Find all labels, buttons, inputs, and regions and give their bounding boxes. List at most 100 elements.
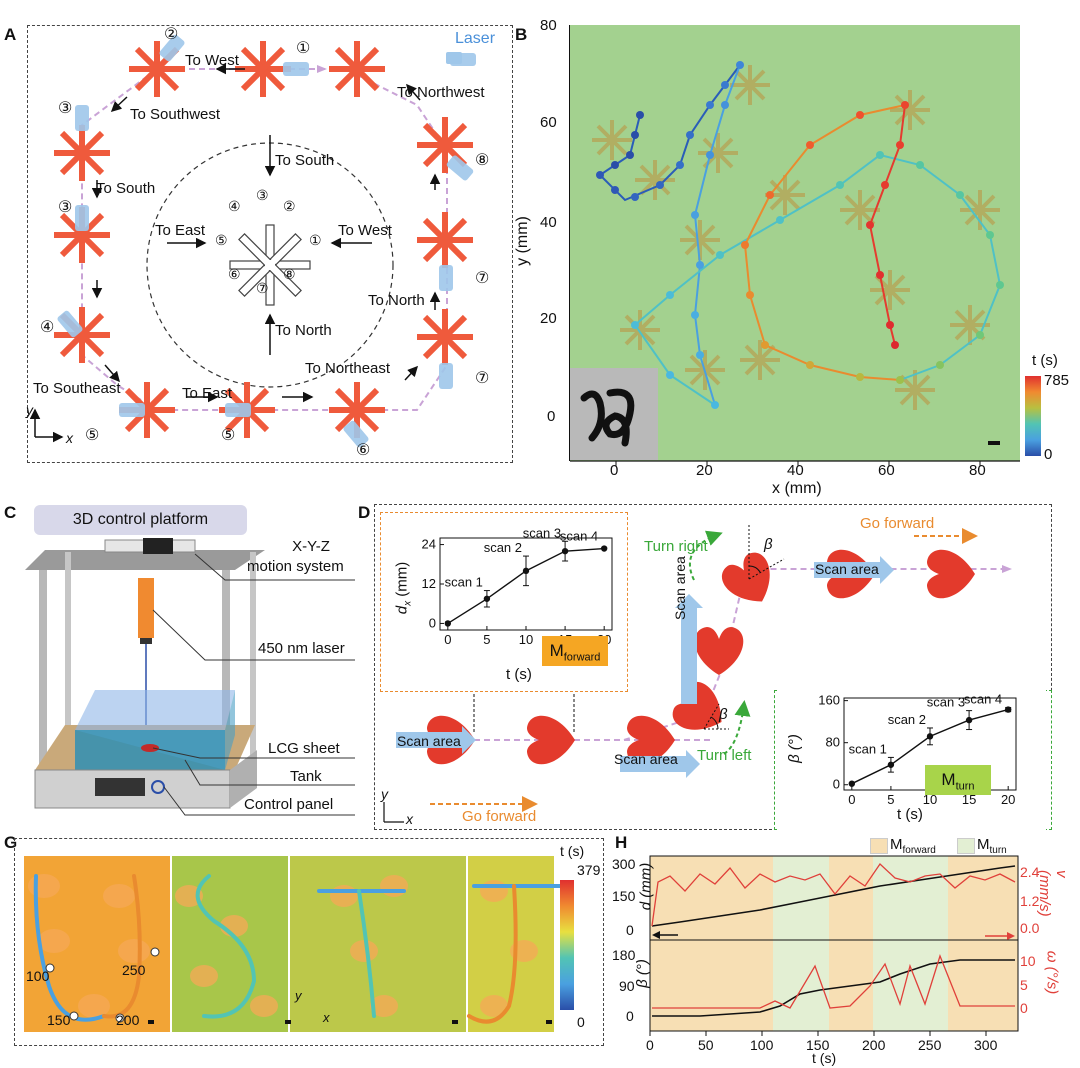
label-to-west-center: To West — [338, 222, 392, 239]
label-to-northeast: To Northeast — [305, 360, 391, 377]
h-xlabel: t (s) — [812, 1050, 837, 1066]
d-scan-area-1: Scan area — [397, 733, 461, 749]
x-tick-label: 5 — [887, 792, 894, 807]
point-label: scan 4 — [964, 691, 1002, 706]
panel-label-g: G — [4, 833, 18, 852]
marker-1-top: ① — [296, 40, 311, 57]
h-top-y2label: v (mm/s) — [1036, 870, 1070, 917]
d-go-forward-top: Go forward — [860, 515, 935, 532]
b-xtick-80: 80 — [969, 462, 986, 479]
data-point — [887, 761, 895, 768]
h-top-ytick-300: 300 — [612, 856, 636, 872]
x-tick-label: 0 — [848, 792, 855, 807]
h-bottom-ylabel: β (°) — [633, 959, 651, 988]
data-point — [483, 595, 491, 602]
center-marker-3: ③ — [256, 187, 269, 203]
h-xtick-250: 250 — [918, 1037, 942, 1053]
d-axis-x: x — [406, 811, 413, 827]
h-bottom-ytick-180: 180 — [612, 947, 636, 963]
g-colorbar-max: 379 — [577, 862, 601, 878]
data-point — [926, 733, 934, 740]
h-legend-swatch-forward — [870, 838, 888, 854]
panel-b-trajectories — [592, 61, 1004, 445]
h-bottom-y2tick-10: 10 — [1020, 953, 1036, 969]
h-bottom-ytick-0: 0 — [626, 1008, 634, 1024]
b-ytick-80: 80 — [540, 17, 557, 34]
d-scan-area-2: Scan area — [614, 751, 678, 767]
data-point — [848, 780, 856, 787]
b-ytick-40: 40 — [540, 214, 557, 231]
h-xtick-100: 100 — [750, 1037, 774, 1053]
data-point — [561, 547, 569, 555]
panel-label-c: C — [4, 503, 17, 522]
b-xtick-0: 0 — [610, 462, 619, 479]
data-point — [444, 620, 452, 627]
label-to-southeast: To Southeast — [33, 380, 121, 397]
point-label: scan 2 — [484, 540, 522, 555]
callout-laser: 450 nm laser — [258, 640, 345, 657]
d-beta-low: β — [719, 706, 728, 723]
center-marker-7: ⑦ — [256, 280, 269, 296]
marker-4-left: ④ — [40, 319, 55, 336]
platform-illustration — [25, 538, 355, 816]
b-xtick-20: 20 — [696, 462, 713, 479]
calligraphy-glyph — [580, 388, 635, 447]
label-to-south-center: To South — [275, 152, 335, 169]
y-tick-label: 80 — [826, 735, 840, 750]
center-marker-5: ⑤ — [215, 232, 228, 248]
label-to-northwest: To Northwest — [397, 84, 485, 101]
panel-h-chart — [649, 855, 1019, 1036]
y-tick-label: 24 — [422, 537, 436, 552]
marker-3-a: ③ — [58, 100, 73, 117]
panel-d-frame — [374, 504, 1052, 830]
g-colorbar-min: 0 — [577, 1014, 585, 1030]
b-colorbar-max: 785 — [1044, 372, 1070, 389]
panel-g-frame — [14, 838, 604, 1046]
h-xtick-200: 200 — [862, 1037, 886, 1053]
panel-a-axis-y: y — [26, 402, 33, 418]
b-ytick-60: 60 — [540, 114, 557, 131]
b-colorbar — [1025, 376, 1041, 456]
callout-xyz: X-Y-Z — [292, 538, 330, 555]
point-label: scan 3 — [927, 695, 965, 710]
f-ylabel: β (°) — [785, 734, 803, 763]
panel-f-bg — [778, 690, 1046, 830]
h-top-y2tick-1: 1.2 — [1020, 893, 1040, 909]
panel-label-a: A — [4, 25, 17, 44]
b-ylabel: y (mm) — [513, 216, 531, 266]
y-tick-label: 0 — [833, 777, 840, 792]
label-to-west-top: To West — [185, 52, 239, 69]
d-turn-left: Turn left — [697, 747, 752, 764]
panel-label-d: D — [358, 503, 371, 522]
g-time-250: 250 — [122, 962, 146, 978]
panel-b-points — [596, 61, 1004, 409]
data-point — [600, 545, 608, 552]
marker-2-top: ② — [164, 26, 179, 43]
h-bottom-y2tick-0: 0 — [1020, 1000, 1028, 1016]
panel-a-axis-x: x — [66, 430, 73, 446]
y-tick-label: 12 — [422, 576, 436, 591]
h-legend-forward: Mforward — [890, 836, 936, 856]
data-point — [1004, 706, 1012, 713]
f-xlabel: t (s) — [897, 806, 923, 823]
data-point — [522, 567, 530, 575]
b-colorbar-title: t (s) — [1032, 352, 1058, 369]
data-point — [965, 716, 973, 724]
x-tick-label: 15 — [962, 792, 976, 807]
label-to-southwest: To Southwest — [130, 106, 221, 123]
center-marker-4: ④ — [228, 198, 241, 214]
f-model-box: Mturn — [925, 765, 991, 795]
g-colorbar — [560, 880, 574, 1010]
label-to-south-left: To South — [96, 180, 156, 197]
d-scan-area-3: Scan area — [672, 556, 688, 620]
panel-b-x-axis — [570, 460, 1020, 466]
e-xlabel: t (s) — [506, 666, 532, 683]
e-ylabel: dx (mm) — [393, 561, 414, 615]
label-to-north-center: To North — [275, 322, 332, 339]
h-legend-turn: Mturn — [977, 836, 1007, 856]
marker-3-b: ③ — [58, 199, 73, 216]
b-ytick-20: 20 — [540, 310, 557, 327]
g-trajectories — [28, 874, 566, 1024]
point-label: scan 1 — [849, 741, 887, 756]
